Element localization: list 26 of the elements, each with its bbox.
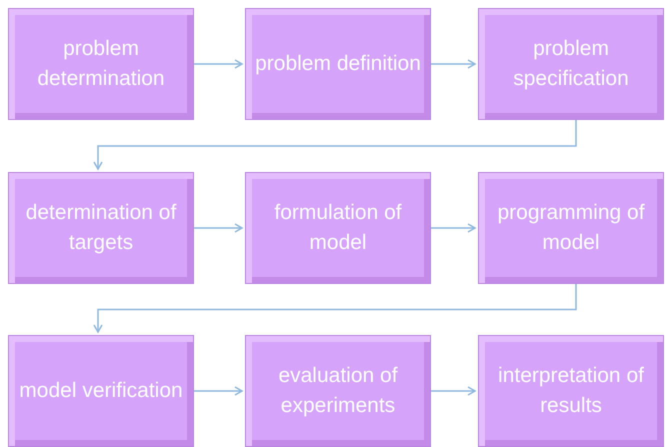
process-box [8, 335, 194, 447]
process-box [478, 335, 664, 447]
arrow [431, 386, 476, 396]
process-box [245, 8, 431, 120]
process-box [245, 172, 431, 284]
process-box [478, 172, 664, 284]
box-label: problem determination [36, 36, 166, 92]
arrow [431, 223, 476, 233]
arrow [194, 223, 243, 233]
arrow [431, 59, 476, 69]
arrow [93, 284, 577, 333]
arrow [194, 386, 243, 396]
box-label: formulation of model [273, 200, 403, 256]
box-label: programming of model [496, 200, 646, 256]
arrow [93, 120, 577, 170]
box-label: interpretation of results [497, 363, 645, 419]
arrow [194, 59, 243, 69]
box-label: evaluation of experiments [277, 363, 399, 419]
box-label: problem definition [255, 51, 421, 77]
process-box [478, 8, 664, 120]
process-box [8, 8, 194, 120]
process-box [245, 335, 431, 447]
box-label: problem specification [512, 36, 630, 92]
process-box [8, 172, 194, 284]
box-label: determination of targets [24, 200, 178, 256]
box-label: model verification [19, 378, 183, 404]
